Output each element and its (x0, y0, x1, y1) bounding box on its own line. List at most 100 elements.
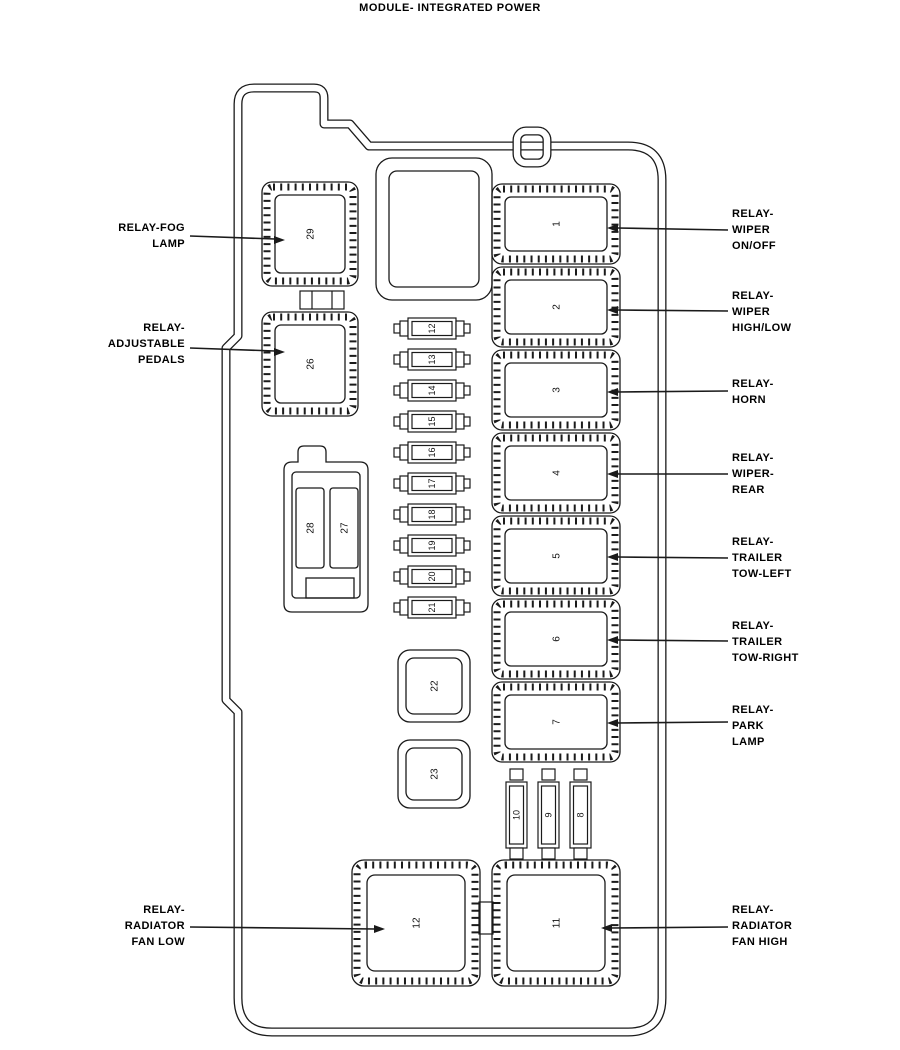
minifuse-13 (393, 348, 471, 371)
relay-fog-lamp-box (261, 181, 359, 287)
relay-radiator-fan-high-box (491, 859, 621, 987)
minifuse-10-number: 10 (512, 810, 522, 820)
relay-radiator-fan-high-number: 11 (552, 917, 563, 928)
callout-relay-trailer-tow-right: RELAY- TRAILER TOW-RIGHT (732, 618, 799, 666)
minifuse-19 (393, 534, 471, 557)
relay-adjustable-pedals-box (261, 311, 359, 417)
top-connector-notch (512, 126, 552, 168)
callout-relay-fog-lamp: RELAY-FOG LAMP (118, 220, 185, 252)
callout-relay-wiper-on-off: RELAY- WIPER ON/OFF (732, 206, 776, 254)
callout-line: HIGH/LOW (732, 322, 792, 334)
connector-block (283, 445, 369, 613)
module-22-box (397, 649, 471, 723)
callout-line: FAN LOW (131, 936, 185, 948)
callout-relay-radiator-fan-low: RELAY- RADIATOR FAN LOW (125, 902, 185, 950)
callout-relay-horn: RELAY- HORN (732, 376, 774, 408)
relay-fog-lamp-number: 29 (306, 228, 317, 240)
callout-line: RELAY- (732, 704, 774, 716)
module-22-number: 22 (430, 680, 441, 692)
minifuse-17-number: 17 (427, 478, 437, 488)
callout-relay-adjustable-pedals: RELAY- ADJUSTABLE PEDALS (108, 320, 185, 368)
minifuse-16-number: 16 (427, 447, 437, 457)
minifuse-8 (569, 768, 592, 860)
minifuse-12 (393, 317, 471, 340)
relay-adjustable-pedals-number: 26 (306, 358, 317, 370)
callout-leaders (189, 224, 729, 933)
callout-line: RELAY-FOG (118, 222, 185, 234)
relay-7-number: 7 (552, 719, 563, 725)
relay-2-number: 2 (552, 304, 563, 310)
callout-line: TOW-RIGHT (732, 652, 799, 664)
minifuse-18-number: 18 (427, 509, 437, 519)
callout-relay-trailer-tow-left: RELAY- TRAILER TOW-LEFT (732, 534, 792, 582)
minifuse-14 (393, 379, 471, 402)
callout-line: TRAILER (732, 552, 783, 564)
minifuse-10 (505, 768, 528, 860)
callout-relay-radiator-fan-high: RELAY- RADIATOR FAN HIGH (732, 902, 792, 950)
callout-line: RELAY- (732, 452, 774, 464)
callout-line: TRAILER (732, 636, 783, 648)
callout-relay-wiper-rear: RELAY- WIPER- REAR (732, 450, 774, 498)
relay-1-box (491, 183, 621, 265)
minifuse-9-number: 9 (544, 812, 554, 817)
minifuse-15-number: 15 (427, 416, 437, 426)
callout-line: ON/OFF (732, 240, 776, 252)
relay-3-number: 3 (552, 387, 563, 393)
module-23-box (397, 739, 471, 809)
callout-line: RELAY- (143, 322, 185, 334)
minifuse-20-number: 20 (427, 571, 437, 581)
module-23-number: 23 (430, 768, 441, 780)
minifuse-19-number: 19 (427, 540, 437, 550)
connector-27-number: 27 (340, 522, 351, 534)
component-numbers: 29 26 1 2 3 4 5 6 7 12 11 22 23 28 27 12… (306, 221, 586, 929)
minifuse-13-number: 13 (427, 354, 437, 364)
relay-link-tab-bottom (478, 901, 494, 935)
relay-link-tab-top (299, 290, 345, 310)
minifuse-20 (393, 565, 471, 588)
blank-module-box (375, 157, 493, 301)
relay-radiator-fan-low-box (351, 859, 481, 987)
minifuse-15 (393, 410, 471, 433)
callout-line: LAMP (152, 238, 185, 250)
callout-line: RELAY- (143, 904, 185, 916)
relay-6-number: 6 (552, 636, 563, 642)
callout-line: RADIATOR (732, 920, 793, 932)
callout-line: RELAY- (732, 208, 774, 220)
connector-27-slot (329, 487, 359, 569)
callout-line: TOW-LEFT (732, 568, 792, 580)
callout-line: PEDALS (137, 354, 185, 366)
callout-relay-wiper-high-low: RELAY- WIPER HIGH/LOW (732, 288, 791, 336)
minifuse-16 (393, 441, 471, 464)
diagram-title: MODULE- INTEGRATED POWER (359, 2, 541, 14)
callout-line: WIPER- (732, 468, 775, 480)
minifuse-8-number: 8 (576, 812, 586, 817)
callout-line: RELAY- (732, 904, 774, 916)
minifuse-14-number: 14 (427, 385, 437, 395)
relay-1-number: 1 (552, 221, 563, 227)
minifuse-12-number: 12 (427, 323, 437, 333)
minifuse-17 (393, 472, 471, 495)
callout-line: LAMP (732, 736, 765, 748)
callout-line: RELAY- (732, 620, 774, 632)
callout-line: FAN HIGH (732, 936, 788, 948)
callout-line: RELAY- (732, 290, 774, 302)
callout-line: RADIATOR (124, 920, 185, 932)
relay-radiator-fan-low-number: 12 (412, 917, 423, 929)
callout-line: PARK (732, 720, 764, 732)
relay-5-number: 5 (552, 553, 563, 559)
callout-line: RELAY- (732, 378, 774, 390)
callout-relay-park-lamp: RELAY- PARK LAMP (732, 702, 774, 750)
callout-line: WIPER (732, 224, 771, 236)
connector-28-slot (295, 487, 325, 569)
callout-line: HORN (732, 394, 766, 406)
minifuse-21-number: 21 (427, 602, 437, 612)
connector-28-number: 28 (306, 522, 317, 534)
relay-2-box (491, 266, 621, 348)
callout-line: REAR (732, 484, 765, 496)
relay-4-number: 4 (552, 470, 563, 476)
minifuse-18 (393, 503, 471, 526)
module-outline (221, 83, 667, 1037)
callout-line: RELAY- (732, 536, 774, 548)
